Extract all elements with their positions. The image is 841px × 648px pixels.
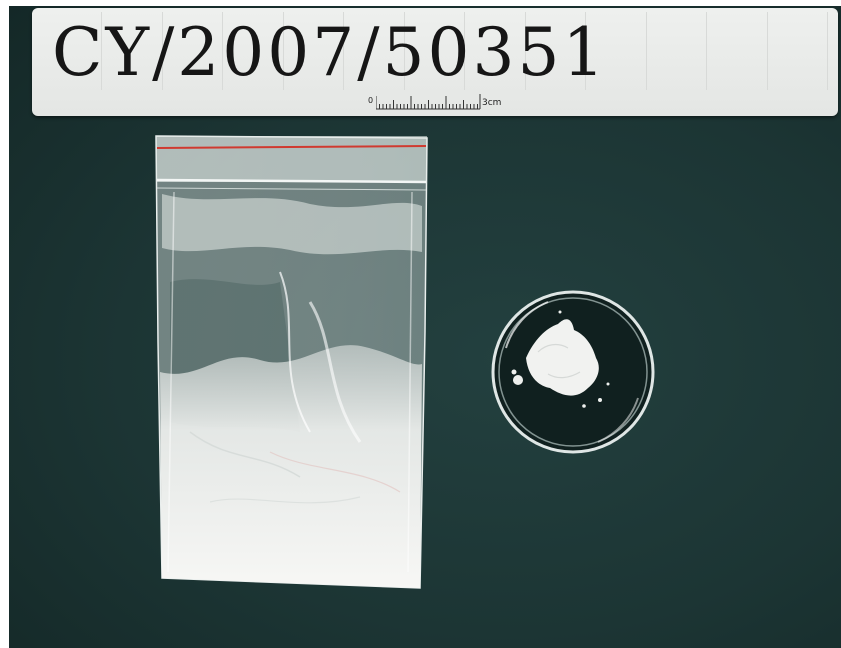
zip-seal-stripe — [156, 145, 427, 149]
case-number-text: CY/2007/50351 — [52, 14, 608, 91]
glass-dish-with-powder — [491, 290, 655, 454]
label-grid-lines — [42, 12, 829, 90]
plastic-bag-with-powder — [155, 135, 428, 589]
ruler-zero-mark: 0 — [368, 96, 374, 105]
ruler-ticks — [376, 94, 481, 110]
scale-ruler: 0 — [368, 92, 501, 114]
evidence-label-card: CY/2007/50351 0 — [32, 8, 838, 116]
ruler-unit-mark: 3cm — [482, 98, 502, 108]
